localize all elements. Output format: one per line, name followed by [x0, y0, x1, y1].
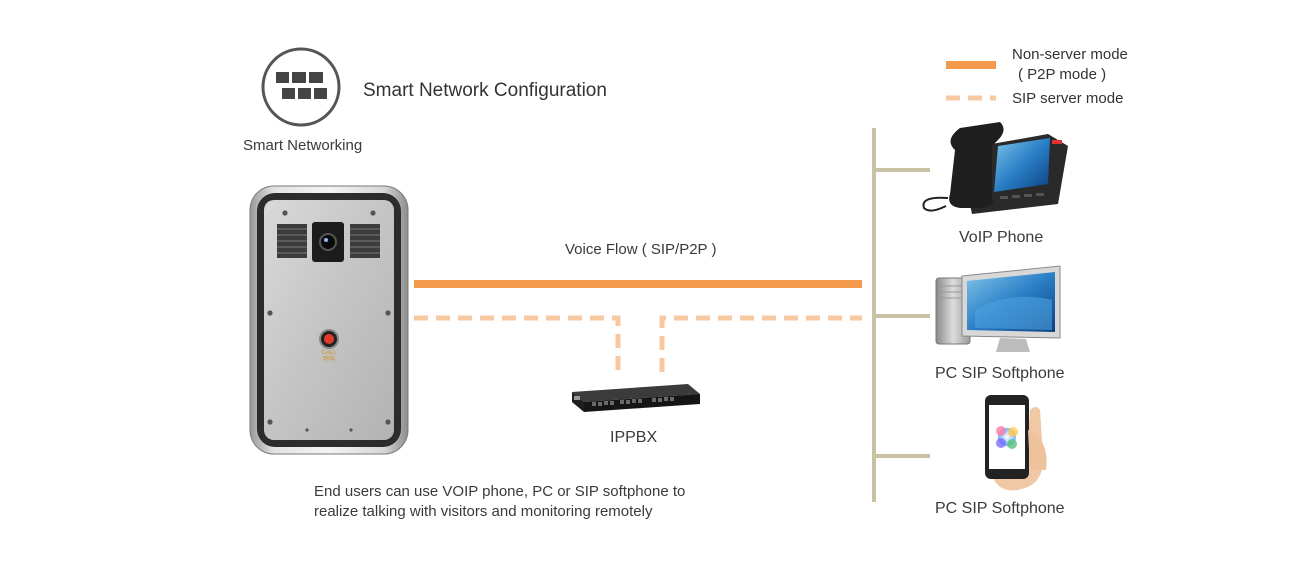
- call-button-text: CALL 呼叫: [316, 350, 342, 364]
- legend-solid-label-line2: ( P2P mode ): [1018, 66, 1107, 83]
- sip-server-path: [414, 315, 862, 372]
- grid-blocks-icon: [261, 47, 341, 127]
- footer-caption-line2: realize talking with visitors and monito…: [314, 503, 653, 520]
- door-intercom-device: [249, 185, 409, 455]
- pc-softphone-label: PC SIP Softphone: [935, 365, 1065, 382]
- mobile-phone-device: [985, 395, 1047, 491]
- legend-solid-label-line1: Non-server mode: [1012, 46, 1128, 63]
- footer-caption-line1: End users can use VOIP phone, PC or SIP …: [314, 483, 686, 500]
- voice-flow-label: Voice Flow ( SIP/P2P ): [565, 241, 717, 258]
- device-bus: [872, 128, 930, 502]
- mobile-softphone-label: PC SIP Softphone: [935, 500, 1065, 517]
- call-button-text-cn: 呼叫: [322, 357, 335, 363]
- desktop-pc-device: [935, 265, 1061, 352]
- icon-caption: Smart Networking: [243, 137, 363, 154]
- ippbx-label: IPPBX: [610, 429, 658, 446]
- footer-caption: End users can use VOIP phone, PC or SIP …: [314, 482, 685, 522]
- voip-phone-label: VoIP Phone: [959, 229, 1044, 246]
- page-title: Smart Network Configuration: [363, 80, 607, 101]
- voip-phone-device: [922, 122, 1068, 214]
- call-button-text-en: CALL: [321, 350, 337, 356]
- legend-dashed-label: SIP server mode: [1012, 90, 1124, 107]
- ippbx-device: [572, 384, 700, 412]
